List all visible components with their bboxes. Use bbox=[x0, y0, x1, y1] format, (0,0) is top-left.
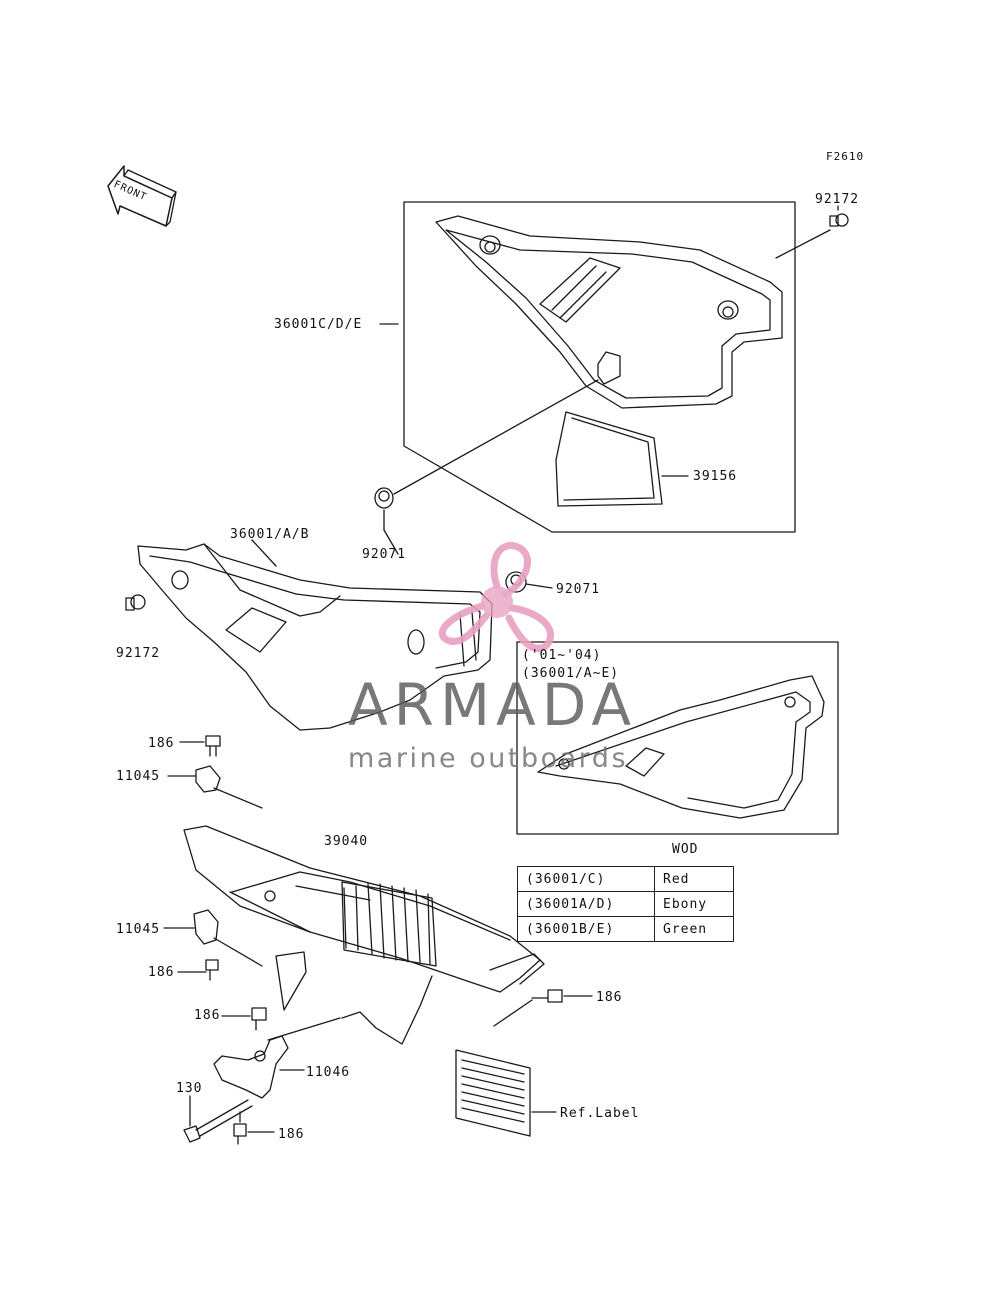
armada-propeller-logo-icon bbox=[438, 542, 555, 652]
callout-36001ab: 36001/A/B bbox=[230, 527, 310, 542]
table-row: (36001B/E) Green bbox=[517, 916, 734, 942]
bracket-11046 bbox=[213, 1017, 341, 1099]
clip-11045-b bbox=[163, 909, 263, 967]
leader-line bbox=[383, 529, 399, 555]
wod-color-table: (36001/C) Red (36001A/D) Ebony (36001B/E… bbox=[517, 866, 734, 942]
inset-parts: (36001/A~E) bbox=[522, 666, 620, 681]
wod-code-cell: (36001A/D) bbox=[517, 891, 655, 917]
wod-title: WOD bbox=[672, 842, 699, 857]
wod-color-cell: Ebony bbox=[654, 891, 734, 917]
wod-code-cell: (36001/C) bbox=[517, 866, 655, 892]
bolt-186-a bbox=[179, 735, 221, 757]
callout-92172-left: 92172 bbox=[116, 646, 161, 661]
callout-92172-top: 92172 bbox=[815, 192, 860, 207]
clip-11045-a bbox=[167, 765, 263, 809]
bolt-92172-left bbox=[125, 594, 146, 611]
wod-code-cell: (36001B/E) bbox=[517, 916, 655, 942]
callout-39040: 39040 bbox=[324, 834, 369, 849]
callout-39156: 39156 bbox=[693, 469, 738, 484]
watermark-tagline: marine outboards bbox=[348, 743, 629, 774]
bolt-92172-top bbox=[775, 205, 849, 259]
wod-color-cell: Red bbox=[654, 866, 734, 892]
bolt-186-b bbox=[177, 959, 219, 981]
front-arrow-icon bbox=[107, 165, 177, 227]
callout-92071-b: 92071 bbox=[556, 582, 601, 597]
inset-years: ('01~'04) bbox=[522, 648, 602, 663]
chain-guard-39040 bbox=[183, 825, 545, 1045]
side-cover-lower bbox=[137, 539, 493, 731]
figure-code: F2610 bbox=[826, 150, 865, 163]
callout-11045-a: 11045 bbox=[116, 769, 161, 784]
reference-label-icon bbox=[455, 1049, 557, 1137]
watermark-brand: ARMADA bbox=[348, 671, 638, 739]
bolt-130 bbox=[183, 1095, 253, 1143]
callout-186-a: 186 bbox=[148, 736, 175, 751]
callout-92071-a: 92071 bbox=[362, 547, 407, 562]
bolt-186-e bbox=[233, 1111, 275, 1145]
table-row: (36001/C) Red bbox=[517, 866, 734, 892]
bolt-186-c bbox=[221, 1007, 267, 1031]
upper-assembly-frame bbox=[403, 201, 796, 533]
side-cover-upper bbox=[435, 215, 783, 409]
grommet-92071-upper bbox=[374, 379, 599, 531]
callout-130: 130 bbox=[176, 1081, 203, 1096]
callout-186-e: 186 bbox=[278, 1127, 305, 1142]
label-39156 bbox=[555, 411, 689, 507]
ref-label-text: Ref.Label bbox=[560, 1106, 640, 1121]
wod-color-cell: Green bbox=[654, 916, 734, 942]
inset-box bbox=[516, 641, 839, 835]
bolt-186-d bbox=[493, 989, 593, 1027]
callout-11045-b: 11045 bbox=[116, 922, 161, 937]
callout-36001cde: 36001C/D/E bbox=[274, 317, 363, 332]
table-row: (36001A/D) Ebony bbox=[517, 891, 734, 917]
callout-186-c: 186 bbox=[194, 1008, 221, 1023]
callout-186-b: 186 bbox=[148, 965, 175, 980]
callout-11046: 11046 bbox=[306, 1065, 351, 1080]
callout-186-d: 186 bbox=[596, 990, 623, 1005]
